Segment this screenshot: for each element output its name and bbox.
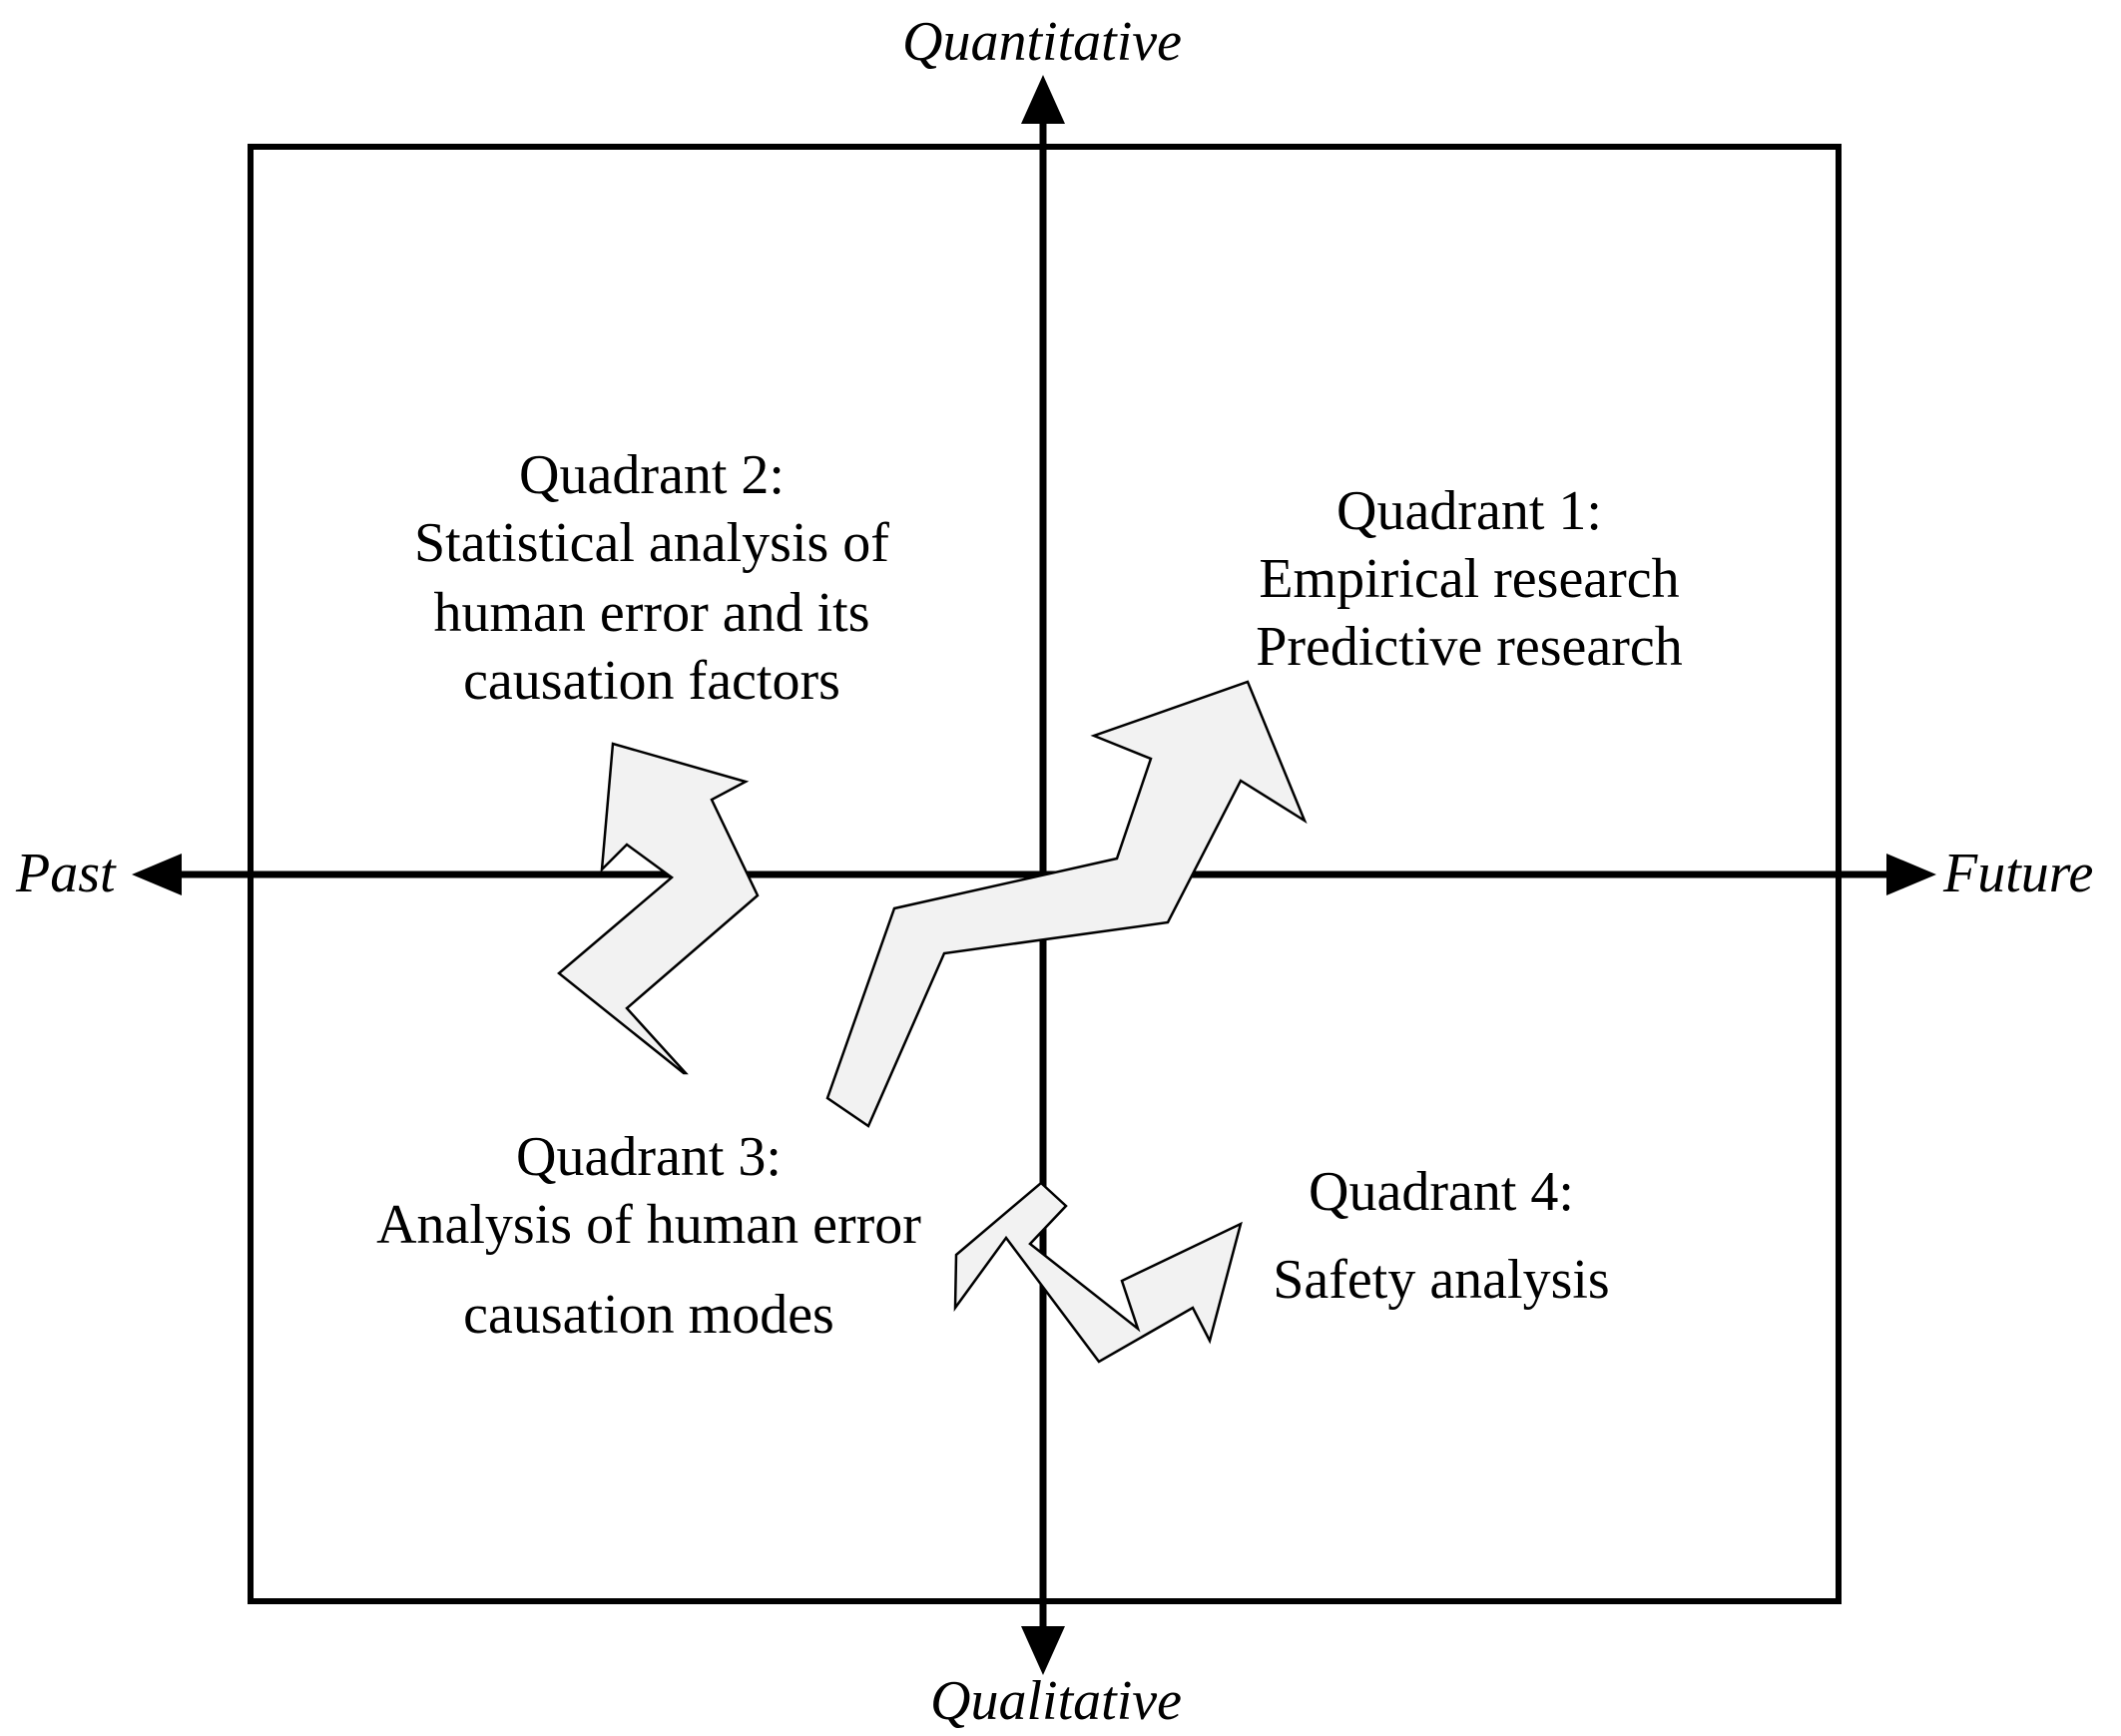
- quadrant-3-line-1: Analysis of human error: [376, 1194, 921, 1256]
- quadrant-3-title: Quadrant 3:: [516, 1126, 782, 1188]
- quadrant-2-line-1: Statistical analysis of: [414, 512, 889, 574]
- axis-arrow-up: [1021, 75, 1065, 124]
- quadrant-3-line-2: causation modes: [463, 1284, 834, 1346]
- axis-arrow-down: [1021, 1626, 1065, 1675]
- flow-arrow-q2: [557, 742, 760, 1075]
- axis-label-top: Quantitative: [902, 11, 1182, 73]
- axis-label-right: Future: [1942, 843, 2093, 904]
- axis-label-left: Past: [15, 843, 117, 904]
- quadrant-4-text: Quadrant 4: Safety analysis: [1273, 1161, 1609, 1311]
- quadrant-2-title: Quadrant 2:: [519, 444, 785, 506]
- quadrant-4-title: Quadrant 4:: [1309, 1161, 1574, 1223]
- axis-arrow-left: [132, 854, 182, 895]
- quadrant-2-line-3: causation factors: [463, 650, 840, 712]
- flow-arrow-q4: [953, 1181, 1243, 1364]
- flow-arrow-q3-to-q1: [825, 680, 1308, 1128]
- quadrant-1-title: Quadrant 1:: [1336, 480, 1602, 542]
- axis-label-bottom: Qualitative: [930, 1670, 1182, 1732]
- quadrant-1-line-2: Predictive research: [1256, 616, 1683, 678]
- quadrant-1-text: Quadrant 1: Empirical research Predictiv…: [1256, 480, 1683, 678]
- quadrant-2-line-2: human error and its: [434, 582, 870, 644]
- quadrant-2-text: Quadrant 2: Statistical analysis of huma…: [414, 444, 889, 712]
- quadrant-3-text: Quadrant 3: Analysis of human error caus…: [376, 1126, 921, 1346]
- axis-arrow-right: [1886, 854, 1936, 895]
- quadrant-4-line-1: Safety analysis: [1273, 1249, 1609, 1311]
- quadrant-1-line-1: Empirical research: [1259, 548, 1679, 610]
